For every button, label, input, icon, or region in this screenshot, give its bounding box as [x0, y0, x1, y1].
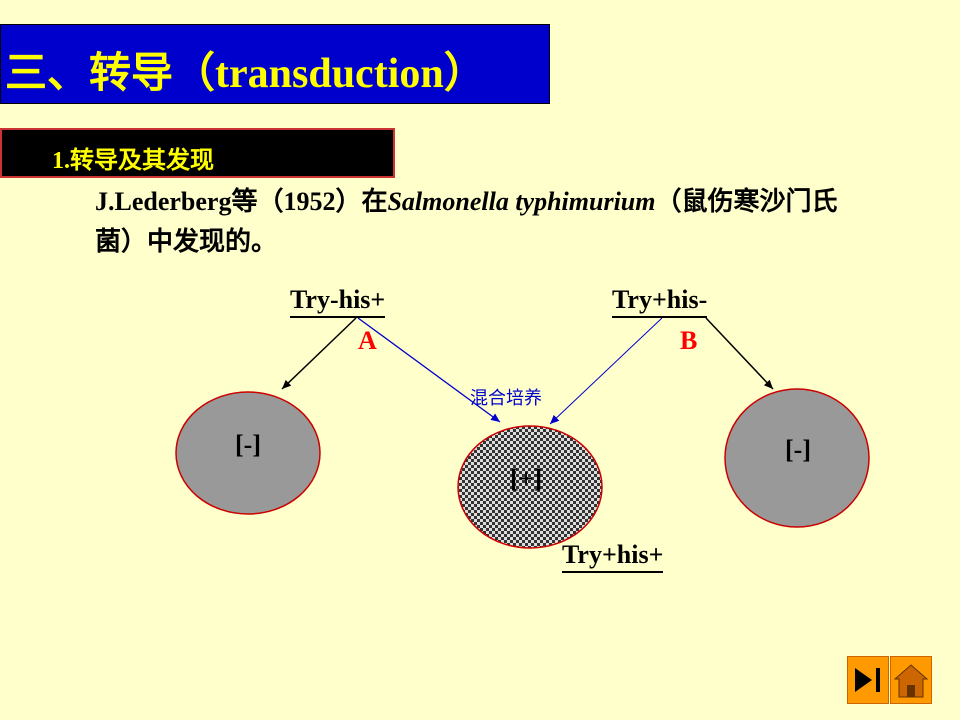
species-name: Salmonella typhimurium — [387, 187, 656, 216]
strain-b-label: Try+his- — [612, 285, 708, 318]
home-button[interactable] — [890, 656, 932, 704]
plate-left-label: [-] — [235, 430, 261, 459]
mix-culture-label: 混合培养 — [470, 388, 542, 409]
section-banner: 1.转导及其发现 — [0, 128, 395, 178]
result-strain-label: Try+his+ — [562, 540, 664, 573]
arrow-a-to-left — [281, 317, 357, 390]
intro-text-after: （鼠伤寒沙门氏菌）中发现的。 — [95, 187, 838, 256]
arrow-b-to-center — [549, 317, 663, 425]
plate-center — [457, 425, 603, 549]
intro-text-before: J.Lederberg等（1952）在 — [95, 187, 388, 216]
page-title: 三、转导（transduction） — [5, 51, 486, 97]
home-icon — [893, 664, 929, 698]
letter-a: A — [358, 326, 377, 355]
letter-b: B — [680, 326, 698, 355]
skip-forward-icon — [855, 668, 880, 692]
plate-right — [724, 388, 870, 528]
strain-a-label: Try-his+ — [290, 285, 386, 318]
plate-center-label: [+] — [510, 464, 543, 493]
arrow-a-to-center — [357, 317, 501, 423]
intro-paragraph: J.Lederberg等（1952）在Salmonella typhimuriu… — [95, 182, 875, 262]
section-heading: 1.转导及其发现 — [52, 148, 214, 174]
plate-left — [175, 391, 321, 515]
next-slide-button[interactable] — [847, 656, 889, 704]
title-banner: 三、转导（transduction） — [0, 24, 550, 104]
arrow-b-to-right — [705, 317, 774, 390]
plate-right-label: [-] — [785, 435, 811, 464]
